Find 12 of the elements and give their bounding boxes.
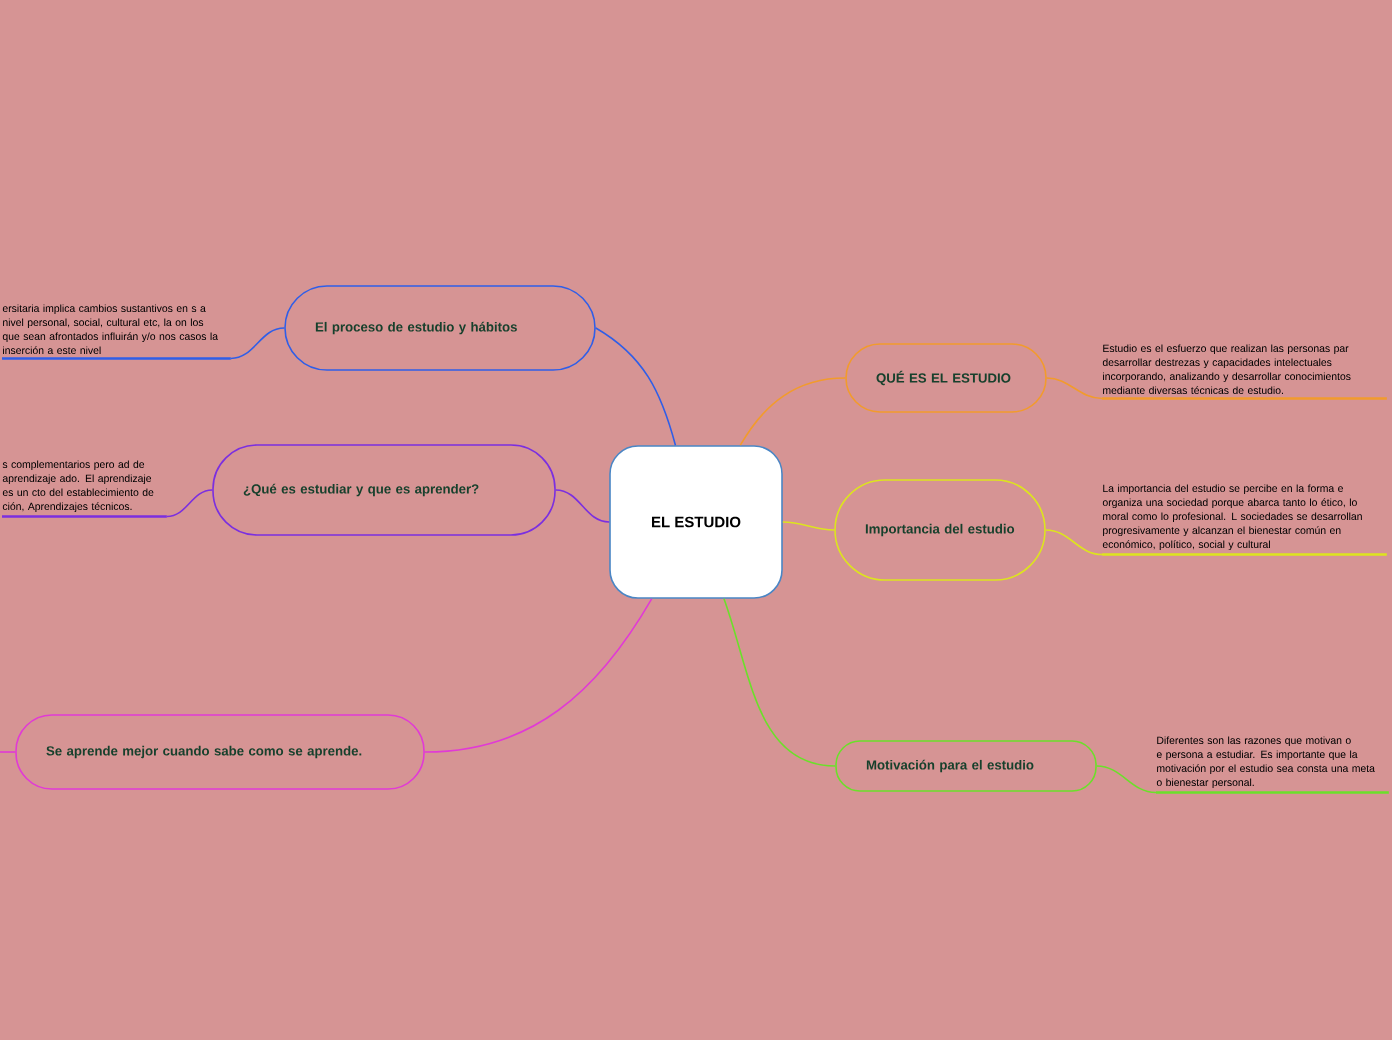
connector-line [166,489,213,518]
connector-line [782,521,835,531]
connector-line [424,598,653,753]
connector-line [1045,529,1103,556]
connector-line [723,598,836,767]
connector-line [1046,377,1103,400]
connector-line [230,327,285,360]
connector-line [0,751,16,753]
connector-line [555,489,610,523]
connector-line [739,377,846,446]
connector-line [595,327,677,446]
connector-line [1096,765,1157,794]
